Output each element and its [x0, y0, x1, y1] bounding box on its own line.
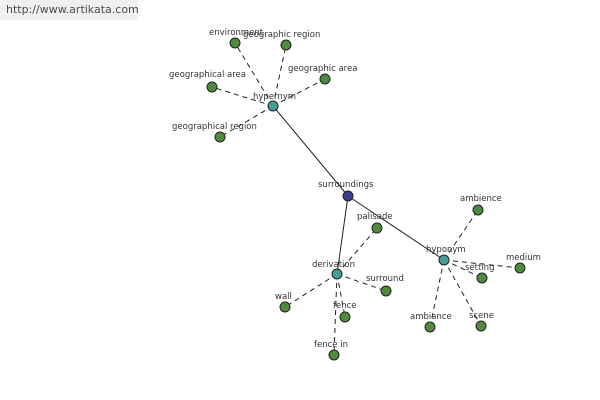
label-fence-in: fence in — [314, 340, 348, 350]
node-wall[interactable] — [279, 301, 291, 313]
label-fence: fence — [333, 301, 357, 311]
edge-surroundings-hyponym — [347, 195, 445, 261]
label-geographical-region: geographical region — [172, 122, 257, 132]
node-surround[interactable] — [380, 285, 392, 297]
graph-edges — [211, 42, 521, 356]
node-fence[interactable] — [339, 311, 351, 323]
node-ambiance[interactable] — [424, 321, 436, 333]
edge-derivation-palisade — [336, 227, 378, 275]
node-hyponym[interactable] — [438, 254, 450, 266]
node-medium[interactable] — [514, 262, 526, 274]
label-medium: medium — [506, 253, 541, 263]
label-surroundings: surroundings — [318, 180, 374, 190]
source-url-banner: http://www.artikata.com — [0, 0, 139, 20]
edge-hyponym-ambience — [443, 209, 479, 261]
node-geographical-area[interactable] — [206, 81, 218, 93]
label-geographical-area: geographical area — [169, 70, 246, 80]
node-surroundings[interactable] — [342, 190, 354, 202]
edge-surroundings-hypernym — [272, 105, 349, 197]
graph-labels: surroundingshypernymenvironmentgeographi… — [169, 28, 541, 350]
node-derivation[interactable] — [331, 268, 343, 280]
source-url: http://www.artikata.com — [6, 3, 139, 16]
edge-hypernym-geographical-area — [211, 86, 274, 107]
label-geographic-area: geographic area — [288, 64, 357, 74]
node-palisade[interactable] — [371, 222, 383, 234]
node-geographic-area[interactable] — [319, 73, 331, 85]
label-scene: scene — [469, 311, 494, 321]
label-hypernym: hypernym — [253, 92, 296, 102]
node-hypernym[interactable] — [267, 100, 279, 112]
edge-surroundings-derivation — [336, 195, 349, 275]
node-fence-in[interactable] — [328, 349, 340, 361]
label-surround: surround — [366, 274, 404, 284]
edge-hyponym-setting — [443, 259, 483, 279]
edge-hyponym-scene — [443, 259, 482, 327]
edge-hypernym-geographic-region — [272, 44, 287, 107]
label-palisade: palisade — [357, 212, 393, 222]
label-geographic-region: geographic region — [243, 30, 320, 40]
label-hyponym: hyponym — [426, 245, 466, 255]
label-wall: wall — [275, 292, 292, 302]
edge-hypernym-geographic-area — [272, 78, 326, 107]
edge-hyponym-medium — [443, 259, 521, 269]
node-geographic-region[interactable] — [280, 39, 292, 51]
node-environment[interactable] — [229, 37, 241, 49]
label-derivation: derivation — [312, 260, 355, 270]
edge-hypernym-geographical-region — [219, 105, 274, 138]
node-ambience[interactable] — [472, 204, 484, 216]
edge-hypernym-environment — [234, 42, 274, 107]
node-scene[interactable] — [475, 320, 487, 332]
label-setting: setting — [465, 263, 494, 273]
edge-derivation-fence — [336, 273, 346, 318]
node-setting[interactable] — [476, 272, 488, 284]
edge-hyponym-ambiance — [429, 259, 445, 328]
edge-derivation-wall — [284, 273, 338, 308]
label-ambience: ambience — [460, 194, 502, 204]
node-geographical-region[interactable] — [214, 131, 226, 143]
graph-nodes — [206, 37, 526, 361]
edge-derivation-fence-in — [333, 273, 338, 356]
label-environment: environment — [209, 28, 264, 38]
label-ambiance: ambiance — [410, 312, 452, 322]
